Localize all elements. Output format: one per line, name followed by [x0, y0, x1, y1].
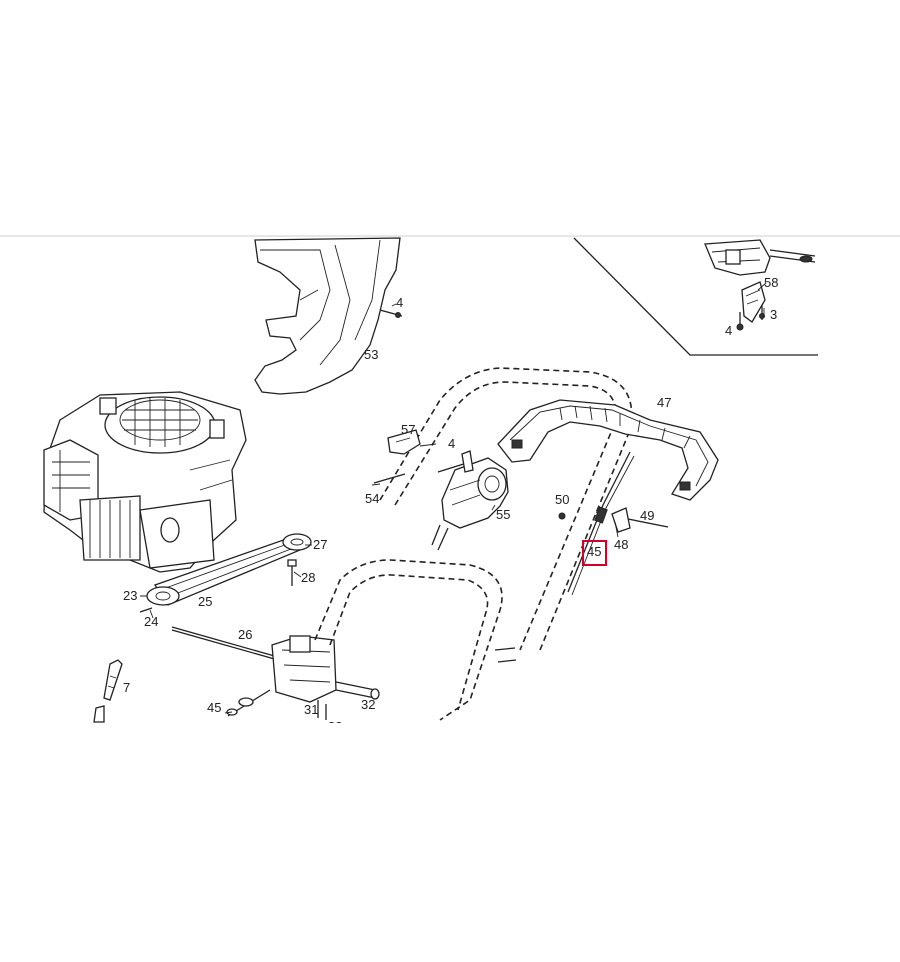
label-4-cover: 4 — [396, 295, 403, 310]
inset-pivot-assembly — [704, 239, 816, 331]
leader-lines — [140, 282, 767, 714]
label-58: 58 — [764, 275, 778, 290]
label-47: 47 — [657, 395, 671, 410]
label-7: 7 — [123, 680, 130, 695]
crop-mask — [0, 723, 900, 962]
part-55-clutch-lever — [431, 450, 509, 551]
label-57: 57 — [401, 422, 415, 437]
engine-illustration — [43, 391, 247, 573]
label-31: 31 — [304, 702, 318, 717]
handle-clips — [494, 647, 517, 663]
label-45-highlighted: 45 — [587, 544, 601, 559]
label-25: 25 — [198, 594, 212, 609]
label-3: 3 — [770, 307, 777, 322]
label-28: 28 — [301, 570, 315, 585]
belt-and-pulleys — [139, 533, 312, 613]
highlight-box-45 — [582, 540, 607, 566]
part-57-bracket — [373, 429, 421, 484]
part-45-cable-lower — [226, 689, 271, 717]
label-49: 49 — [640, 508, 654, 523]
label-54: 54 — [365, 491, 379, 506]
part-7-rod — [93, 659, 123, 723]
label-24: 24 — [144, 614, 158, 629]
label-4-inset: 4 — [725, 323, 732, 338]
label-55: 55 — [496, 507, 510, 522]
label-23: 23 — [123, 588, 137, 603]
label-50: 50 — [555, 492, 569, 507]
part-47-handlebar — [497, 399, 719, 501]
label-32: 32 — [361, 697, 375, 712]
label-53: 53 — [364, 347, 378, 362]
label-45-lower: 45 — [207, 700, 221, 715]
label-27: 27 — [313, 537, 327, 552]
transmission-and-shaft — [171, 626, 380, 720]
handle-frame-lower — [314, 559, 503, 721]
label-48: 48 — [614, 537, 628, 552]
part-53-cover — [254, 237, 403, 395]
inset-leader-line — [573, 237, 818, 356]
label-4-handle: 4 — [448, 436, 455, 451]
label-26: 26 — [238, 627, 252, 642]
